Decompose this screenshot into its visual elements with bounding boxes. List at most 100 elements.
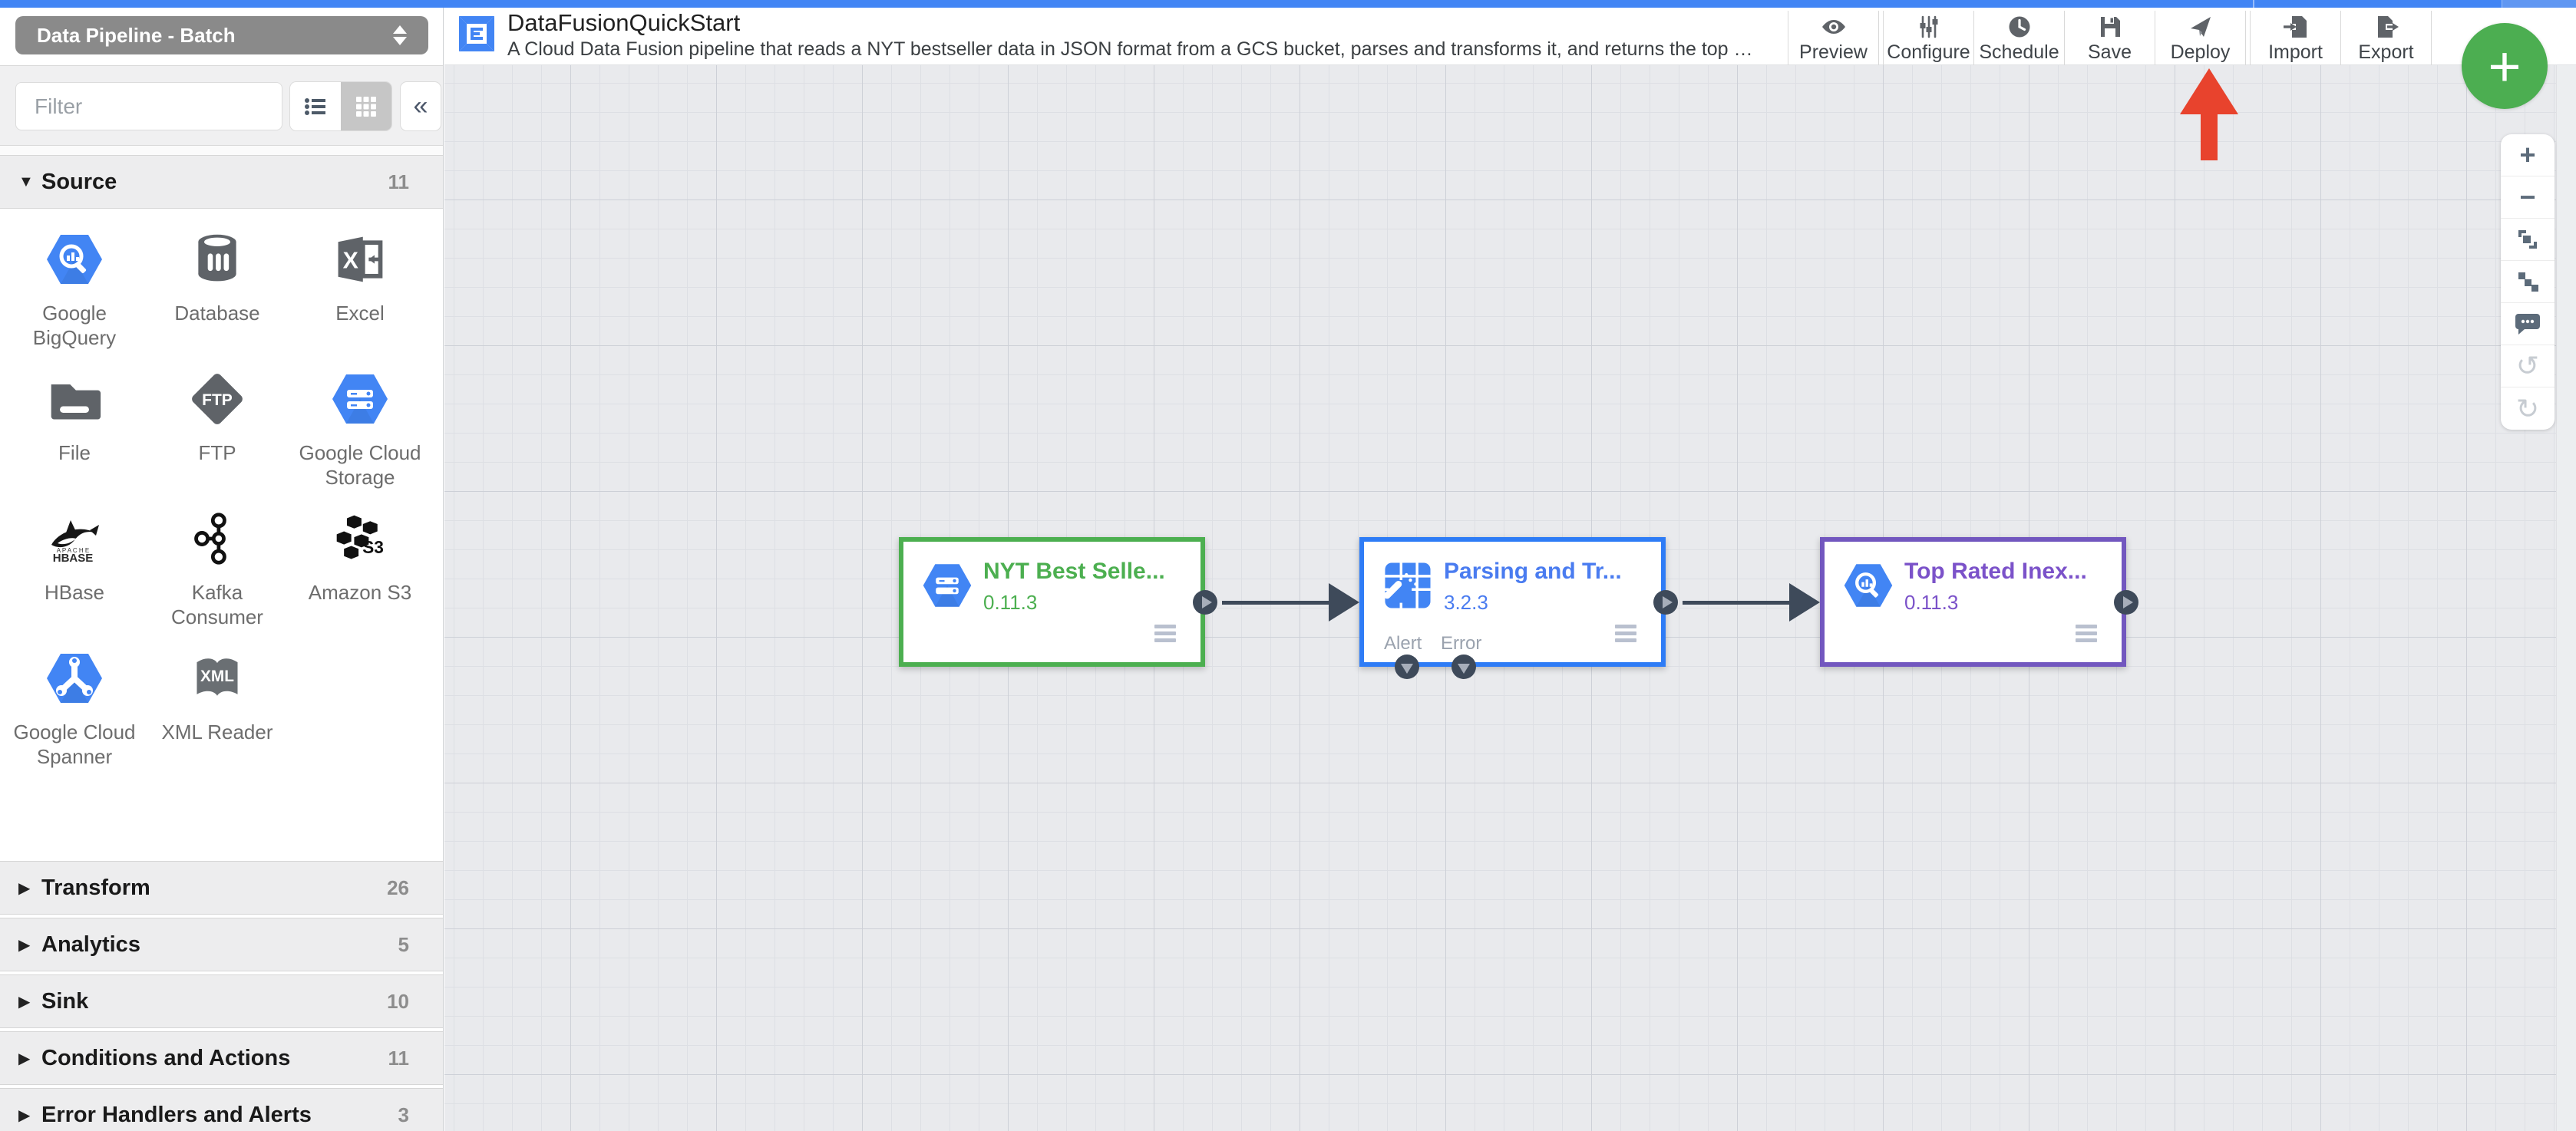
- sidebar-collapse-button[interactable]: «: [401, 82, 441, 130]
- output-port[interactable]: [2114, 589, 2138, 615]
- plugin-ftp[interactable]: FTP FTP: [146, 368, 289, 508]
- bigquery-icon: [44, 229, 105, 290]
- caret-right-icon: ▶: [18, 1050, 31, 1067]
- view-toggle: [290, 82, 391, 130]
- section-header-analytics[interactable]: ▶ Analytics 5: [0, 918, 443, 971]
- plugin-amazon-s3[interactable]: S3 Amazon S3: [289, 508, 431, 648]
- plugin-xml-reader[interactable]: XML XML Reader: [146, 648, 289, 787]
- s3-icon: S3: [329, 508, 391, 569]
- save-button[interactable]: Save: [2065, 8, 2155, 65]
- fit-to-screen-button[interactable]: [2501, 219, 2555, 261]
- node-version: 0.11.3: [983, 591, 1038, 614]
- excel-icon: X: [329, 229, 391, 290]
- preview-button[interactable]: Preview: [1788, 8, 1878, 65]
- plugin-google-cloud-storage[interactable]: Google Cloud Storage: [289, 368, 431, 508]
- section-label: Sink: [41, 988, 89, 1014]
- deploy-button[interactable]: Deploy: [2155, 8, 2245, 65]
- caret-right-icon: ▶: [18, 993, 31, 1011]
- plugin-label: Google Cloud Spanner: [13, 720, 136, 768]
- zoom-out-button[interactable]: −: [2501, 176, 2555, 219]
- hbase-icon: A P A C H E HBASE: [44, 508, 105, 569]
- section-header-transform[interactable]: ▶ Transform 26: [0, 861, 443, 915]
- output-port[interactable]: [1193, 589, 1217, 615]
- ftp-icon: FTP: [187, 368, 248, 430]
- pipeline-description: A Cloud Data Fusion pipeline that reads …: [507, 38, 1759, 60]
- configure-button[interactable]: Configure: [1884, 8, 1973, 65]
- section-header-conditions-and-actions[interactable]: ▶ Conditions and Actions 11: [0, 1031, 443, 1085]
- section-count: 3: [398, 1103, 409, 1126]
- toolbar-separator: [2431, 11, 2432, 65]
- undo-icon: ↺: [2515, 350, 2540, 381]
- wrangler-icon: [1382, 560, 1433, 611]
- section-label: Analytics: [41, 932, 140, 957]
- toolbar-separator: [1973, 11, 1974, 65]
- redo-icon: ↻: [2515, 392, 2540, 424]
- gcs-icon: [922, 560, 973, 611]
- node-menu-icon[interactable]: [1154, 625, 1176, 645]
- toolbar-label: Preview: [1799, 41, 1868, 63]
- toolbar-separator: [1883, 11, 1884, 65]
- output-port[interactable]: [1653, 589, 1678, 615]
- align-nodes-icon: [2518, 272, 2538, 292]
- toolbar-label: Schedule: [1979, 41, 2059, 63]
- chevron-double-left-icon: «: [413, 91, 428, 120]
- plugin-google-bigquery[interactable]: Google BigQuery: [3, 229, 146, 368]
- node-version: 3.2.3: [1444, 591, 1488, 614]
- source-plugin-grid: Google BigQuery Database X Exce: [0, 209, 443, 858]
- section-count: 11: [388, 1046, 410, 1070]
- plugin-label: FTP: [198, 441, 236, 464]
- export-button[interactable]: Export: [2341, 8, 2431, 65]
- svg-text:S3: S3: [362, 537, 384, 557]
- add-plugin-fab-button[interactable]: +: [2462, 23, 2548, 109]
- grid-view-button[interactable]: [341, 82, 391, 130]
- database-icon: [187, 229, 248, 290]
- caret-right-icon: ▶: [18, 879, 31, 897]
- sidebar-gap: [0, 146, 443, 155]
- pipeline-node-parsing-and-transform[interactable]: Parsing and Tr... 3.2.3 Alert Error: [1359, 537, 1678, 679]
- pipeline-node-top-rated-inexpensive[interactable]: Top Rated Inex... 0.11.3: [1820, 537, 2138, 667]
- toolbar-label: Deploy: [2170, 41, 2231, 63]
- section-header-error-handlers-and-alerts[interactable]: ▶ Error Handlers and Alerts 3: [0, 1088, 443, 1131]
- section-label: Error Handlers and Alerts: [41, 1102, 312, 1127]
- toolbar-label: Configure: [1887, 41, 1970, 63]
- pipeline-type-select[interactable]: Data Pipeline - Batch: [15, 16, 428, 54]
- topbar-light-segment: [2502, 0, 2576, 8]
- node-menu-icon[interactable]: [1615, 625, 1636, 645]
- plugin-google-cloud-spanner[interactable]: Google Cloud Spanner: [3, 648, 146, 787]
- plugin-filter-input[interactable]: [15, 82, 282, 130]
- top-accent-bar: [0, 0, 2576, 8]
- section-header-source[interactable]: ▼ Source 11: [0, 155, 443, 209]
- topbar-separator: [2253, 0, 2254, 8]
- section-header-sink[interactable]: ▶ Sink 10: [0, 974, 443, 1028]
- node-version: 0.11.3: [1904, 591, 1959, 614]
- canvas-control-panel: + − ↺ ↻: [2501, 134, 2555, 430]
- alert-port[interactable]: [1395, 655, 1419, 679]
- toolbar-label: Import: [2268, 41, 2323, 63]
- error-port[interactable]: [1451, 655, 1476, 679]
- import-button[interactable]: Import: [2251, 8, 2340, 65]
- redo-button[interactable]: ↻: [2501, 387, 2555, 430]
- plugin-file[interactable]: File: [3, 368, 146, 508]
- plugin-database[interactable]: Database: [146, 229, 289, 368]
- plugin-kafka-consumer[interactable]: Kafka Consumer: [146, 508, 289, 648]
- schedule-button[interactable]: Schedule: [1974, 8, 2064, 65]
- plus-icon: +: [2519, 139, 2536, 170]
- node-title: NYT Best Selle...: [983, 559, 1165, 584]
- svg-text:XML: XML: [200, 668, 234, 685]
- undo-button[interactable]: ↺: [2501, 345, 2555, 387]
- align-nodes-button[interactable]: [2501, 261, 2555, 303]
- plugin-label: Excel: [335, 302, 385, 325]
- plugin-hbase[interactable]: A P A C H E HBASE HBase: [3, 508, 146, 648]
- pipeline-node-nyt-best-sellers[interactable]: NYT Best Selle... 0.11.3: [899, 537, 1217, 667]
- error-port-label: Error: [1441, 633, 1482, 654]
- node-menu-icon[interactable]: [2076, 625, 2097, 645]
- caret-right-icon: ▶: [18, 1106, 31, 1124]
- pipeline-title: DataFusionQuickStart: [507, 9, 741, 36]
- zoom-in-button[interactable]: +: [2501, 134, 2555, 176]
- list-view-button[interactable]: [290, 82, 341, 130]
- comment-button[interactable]: [2501, 303, 2555, 345]
- canvas-scrollbar[interactable]: [2556, 65, 2576, 1131]
- plugin-excel[interactable]: X Excel: [289, 229, 431, 368]
- section-count: 26: [387, 875, 409, 899]
- clock-icon: [2006, 14, 2033, 40]
